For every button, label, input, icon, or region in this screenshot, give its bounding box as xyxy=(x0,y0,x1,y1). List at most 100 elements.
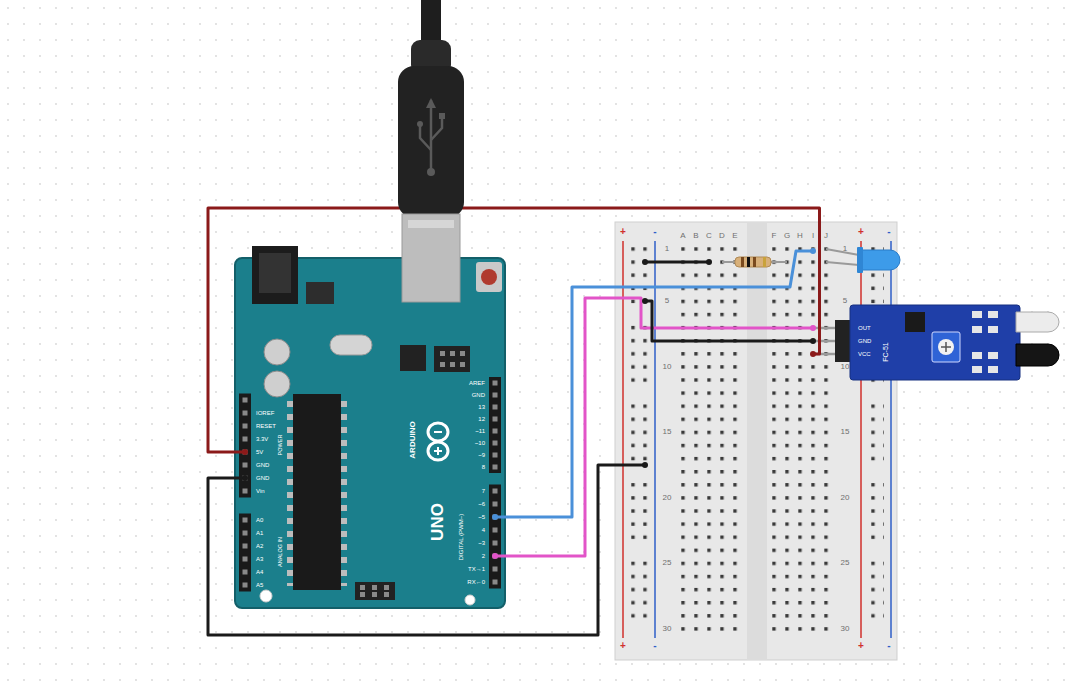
pin-label: 8 xyxy=(482,464,485,470)
pin-header xyxy=(239,514,251,592)
microcontroller-chip xyxy=(293,394,341,590)
resistor-band xyxy=(763,257,766,267)
wire-end xyxy=(242,475,248,481)
pin-label: 3.3V xyxy=(256,436,268,442)
pin-label: 4 xyxy=(482,527,485,533)
rail-line xyxy=(890,241,892,638)
usb-chip xyxy=(400,345,426,371)
pin-label: 5V xyxy=(256,449,263,455)
wire-end xyxy=(810,338,816,344)
board-logo: ARDUINO xyxy=(409,421,417,458)
pin-label: RESET xyxy=(256,423,276,429)
mounting-hole xyxy=(465,595,475,605)
pin-header xyxy=(489,377,501,473)
solder-pad xyxy=(988,366,998,373)
pin-label: ~10 xyxy=(475,440,485,446)
header-pin xyxy=(360,585,365,590)
row-number: 5 xyxy=(843,297,847,305)
wire-resistor-gnd xyxy=(645,261,709,264)
potentiometer xyxy=(938,339,954,355)
resistor-band xyxy=(753,257,756,267)
pin-label: OUT xyxy=(858,325,871,331)
rail-sign: - xyxy=(653,227,656,237)
pin-label: GND xyxy=(256,462,269,468)
wire-end xyxy=(242,449,248,455)
wire-end xyxy=(642,462,648,468)
wire-end xyxy=(810,248,816,254)
row-number: 5 xyxy=(665,297,669,305)
rail-sign: - xyxy=(653,641,656,651)
header-pin xyxy=(372,585,377,590)
header-pin xyxy=(440,351,445,356)
wire-5v xyxy=(208,208,820,452)
chip-pins xyxy=(341,398,347,586)
row-number: 20 xyxy=(841,494,850,502)
column-letter: G xyxy=(784,232,790,240)
chip-pins xyxy=(287,398,293,586)
row-number: 15 xyxy=(841,428,850,436)
rail-sign: - xyxy=(887,641,890,651)
column-letter: J xyxy=(824,232,828,240)
crystal xyxy=(330,335,372,355)
column-letter: A xyxy=(680,232,685,240)
sensor-chip xyxy=(905,312,925,332)
usb-symbol xyxy=(420,126,431,150)
pin-header xyxy=(239,394,251,498)
rail-line xyxy=(860,241,862,638)
pin-header xyxy=(489,377,501,473)
reset-button xyxy=(481,269,497,285)
power-jack xyxy=(252,246,298,304)
column-letter: F xyxy=(772,232,777,240)
usb-symbol xyxy=(417,121,423,127)
pin-label: Vin xyxy=(256,488,265,494)
wire-pin5 xyxy=(495,251,813,517)
rail-holes xyxy=(866,246,884,632)
header-pin xyxy=(440,362,445,367)
solder-pad xyxy=(972,326,982,333)
row-number: 15 xyxy=(663,428,672,436)
voltage-regulator xyxy=(306,282,334,304)
rail-sign: + xyxy=(620,227,626,237)
usb-symbol xyxy=(427,168,435,176)
usb-plug xyxy=(398,66,464,218)
sensor-board xyxy=(850,305,1020,380)
arduino-logo xyxy=(437,447,439,455)
pin-label: GND xyxy=(472,392,485,398)
header-pin xyxy=(450,362,455,367)
wire-end xyxy=(642,259,648,265)
icsp-header xyxy=(434,346,470,372)
icsp-header xyxy=(355,582,395,600)
board-model: UNO xyxy=(429,503,446,541)
usb-symbol xyxy=(431,118,442,140)
solder-pad xyxy=(972,352,982,359)
solder-pad xyxy=(988,311,998,318)
solder-pad xyxy=(988,352,998,359)
arduino-logo xyxy=(428,442,448,460)
pin-label: ~5 xyxy=(478,514,485,520)
row-number: 10 xyxy=(663,363,672,371)
usb-symbol xyxy=(439,113,445,119)
power-jack xyxy=(259,253,291,293)
header-label: POWER xyxy=(278,435,284,456)
rail-sign: - xyxy=(887,227,890,237)
wire-end xyxy=(492,553,498,559)
arduino-board xyxy=(235,258,505,608)
pin-label: IOREF xyxy=(256,410,274,416)
ir-receiver xyxy=(1016,344,1059,366)
rail-sign: + xyxy=(620,641,626,651)
led-leg xyxy=(826,249,859,255)
potentiometer xyxy=(932,332,960,362)
pin-label: A5 xyxy=(256,582,263,588)
pin-label: A3 xyxy=(256,556,263,562)
wire-gnd xyxy=(208,465,645,635)
wire-end xyxy=(706,259,712,265)
rail-holes xyxy=(630,246,648,632)
column-letter: B xyxy=(693,232,698,240)
reset-button xyxy=(476,262,502,292)
led-leg xyxy=(826,262,859,265)
pin-label: VCC xyxy=(858,351,871,357)
pin-label: GND xyxy=(256,475,269,481)
pin-label: ~3 xyxy=(478,540,485,546)
